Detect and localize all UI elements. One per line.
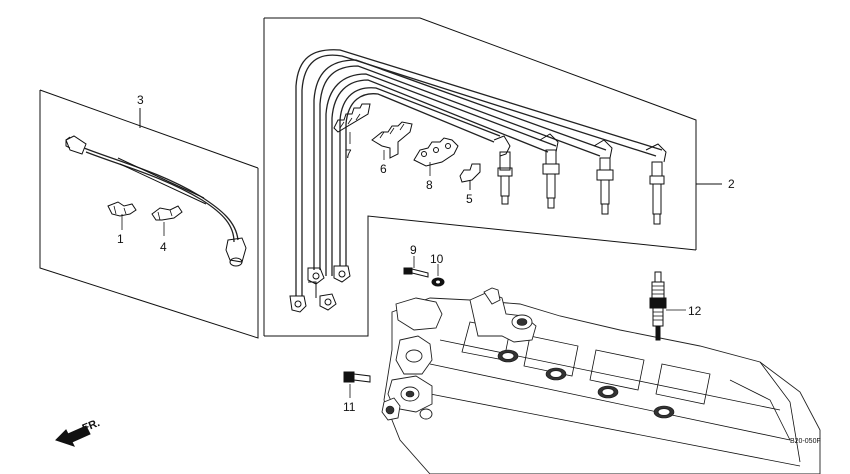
callout-1: 1 <box>117 232 124 246</box>
left-panel-frame <box>39 89 259 339</box>
spark-plug-part12 <box>649 271 686 341</box>
diagram-code: B20-050F <box>790 438 821 445</box>
clamp-part7 <box>333 103 371 144</box>
clamp-part4 <box>151 205 183 236</box>
plug-boots <box>493 133 667 225</box>
engine-cylinder-head <box>381 287 821 474</box>
callout-6: 6 <box>380 162 387 176</box>
callout-2: 2 <box>728 177 735 191</box>
clamp-part6 <box>371 121 413 160</box>
ignition-wire-set-part2 <box>295 49 663 296</box>
clamp-part8 <box>413 137 459 176</box>
direction-label: FR. <box>81 417 102 435</box>
right-panel-frame <box>263 17 722 337</box>
callout-7: 7 <box>345 147 352 161</box>
front-direction-arrow <box>55 425 91 447</box>
callout-12: 12 <box>688 304 702 318</box>
callout-3: 3 <box>137 93 144 107</box>
coil-wire-part3 <box>65 135 247 267</box>
callout-8: 8 <box>426 178 433 192</box>
bolt-part11 <box>343 371 371 398</box>
bolt-part9 <box>403 256 429 278</box>
callout-11: 11 <box>343 400 356 414</box>
wire-lower-boots <box>289 265 351 313</box>
callout-10: 10 <box>430 252 444 266</box>
clamp-part1 <box>107 201 137 230</box>
callout-4: 4 <box>160 240 167 254</box>
washer-part10 <box>431 264 445 287</box>
callout-5: 5 <box>466 192 473 206</box>
callout-9: 9 <box>410 243 417 257</box>
